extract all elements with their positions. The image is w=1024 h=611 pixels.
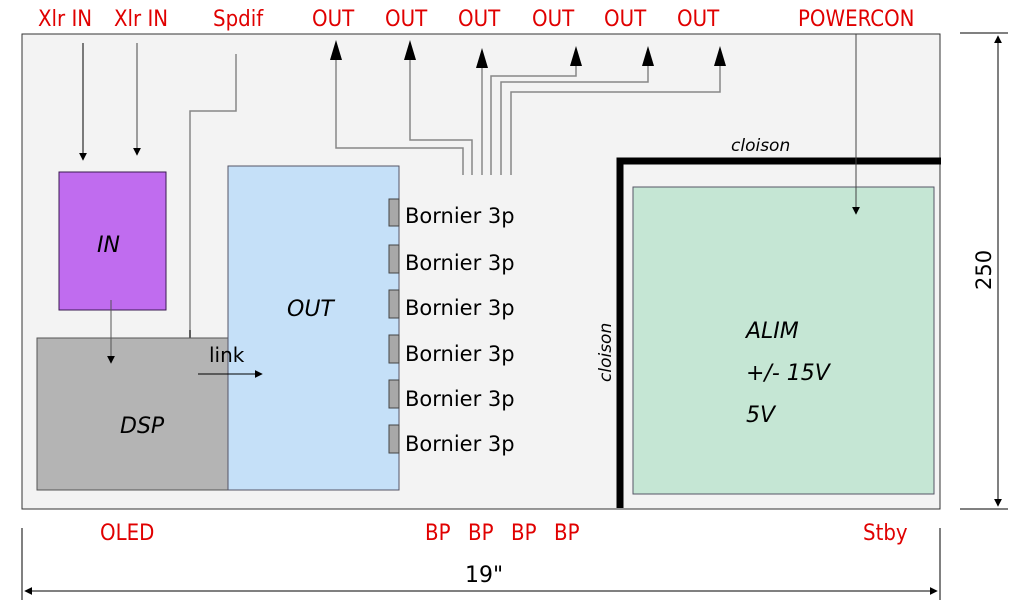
bornier-connector[interactable] — [388, 424, 400, 454]
dsp-module-label: DSP — [120, 414, 165, 439]
xlr-in-1-label: Xlr IN — [38, 7, 92, 32]
cloison-partition — [616, 157, 941, 508]
out-4-arrow-icon — [570, 46, 582, 66]
out-4-label: OUT — [532, 7, 575, 32]
bornier-label: Bornier 3p — [405, 251, 515, 275]
out-arrowheads — [330, 40, 726, 68]
oled-label: OLED — [100, 521, 154, 546]
alim-module[interactable] — [632, 186, 935, 495]
powercon-label: POWERCON — [798, 7, 914, 32]
width-dimension-label: 19" — [465, 563, 503, 588]
bp-2-label: BP — [468, 521, 494, 546]
bornier-label: Bornier 3p — [405, 432, 515, 456]
spdif-line — [189, 54, 237, 338]
out-6-label: OUT — [677, 7, 720, 32]
out-3-arrow-icon — [476, 48, 488, 68]
alim-label-line-1: ALIM — [744, 319, 799, 344]
out-5-label: OUT — [604, 7, 647, 32]
out-5-arrow-icon — [642, 46, 654, 66]
out-1-arrow-icon — [330, 40, 342, 60]
bornier-list: Bornier 3p Bornier 3p Bornier 3p Bornier… — [388, 198, 515, 456]
out-routing — [335, 48, 721, 175]
alim-label-line-3: 5V — [746, 403, 777, 428]
height-dimension-label: 250 — [972, 250, 996, 290]
out-2-line — [409, 48, 473, 175]
out-6-arrow-icon — [714, 46, 726, 66]
bp-4-label: BP — [554, 521, 580, 546]
in-module[interactable] — [58, 171, 167, 311]
cloison-horizontal-label: cloison — [731, 136, 790, 156]
out-3-label: OUT — [458, 7, 501, 32]
out-1-label: OUT — [312, 7, 355, 32]
cloison-vertical-label: cloison — [596, 323, 616, 382]
out-module-label: OUT — [287, 297, 335, 322]
out-1-line — [335, 48, 464, 175]
out-2-arrow-icon — [404, 40, 416, 60]
in-module-label: IN — [97, 233, 120, 258]
bornier-label: Bornier 3p — [405, 342, 515, 366]
bornier-connector[interactable] — [388, 289, 400, 319]
out-module[interactable] — [227, 165, 400, 491]
bornier-label: Bornier 3p — [405, 387, 515, 411]
bornier-connector[interactable] — [388, 334, 400, 364]
spdif-label: Spdif — [213, 7, 264, 32]
xlr-in-2-label: Xlr IN — [114, 7, 168, 32]
bornier-connector[interactable] — [388, 198, 400, 227]
bornier-label: Bornier 3p — [405, 296, 515, 320]
bp-3-label: BP — [511, 521, 537, 546]
bornier-connector[interactable] — [388, 379, 400, 409]
bp-1-label: BP — [425, 521, 451, 546]
link-label: link — [209, 343, 245, 367]
stby-label: Stby — [863, 521, 908, 546]
bornier-label: Bornier 3p — [405, 204, 515, 228]
bornier-connector[interactable] — [388, 244, 400, 274]
out-2-label: OUT — [385, 7, 428, 32]
out-5-line — [500, 52, 649, 175]
dsp-module[interactable] — [36, 337, 229, 491]
alim-label-line-2: +/- 15V — [746, 361, 832, 386]
out-6-line — [510, 52, 721, 175]
